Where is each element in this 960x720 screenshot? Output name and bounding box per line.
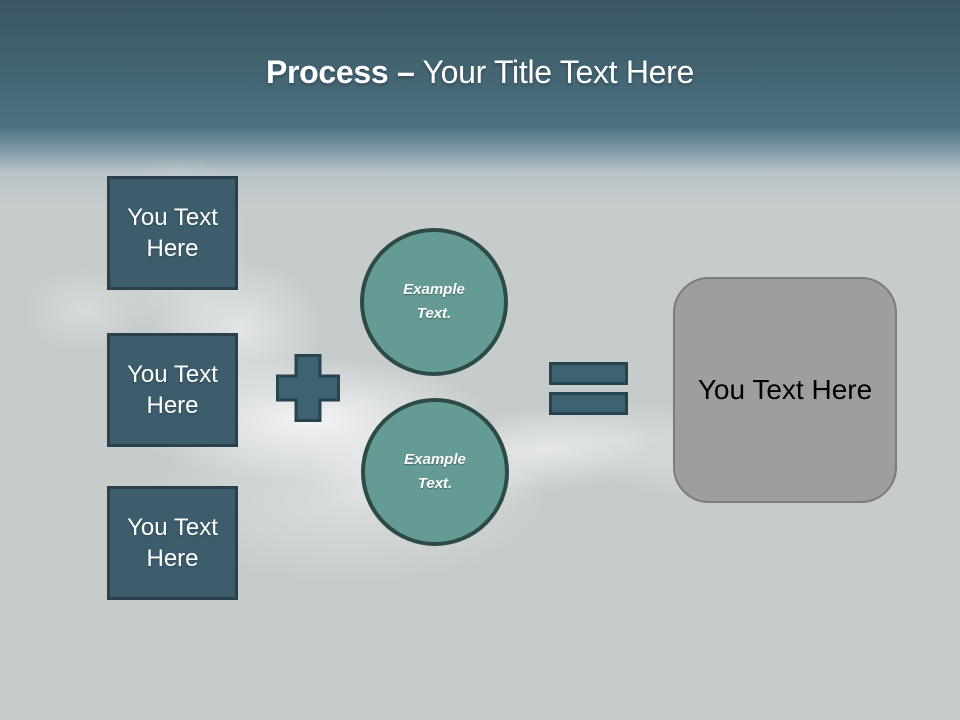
input-box-2: You Text Here [107, 333, 238, 447]
example-circle-1: Example Text. [360, 228, 508, 376]
equals-bar-top [549, 362, 628, 385]
equals-bar-bottom [549, 392, 628, 415]
title-keyword: Process – [265, 54, 415, 90]
equals-icon [549, 362, 628, 415]
plus-icon [276, 354, 340, 422]
slide-title: Process – Your Title Text Here [0, 54, 960, 91]
input-box-1-label: You Text Here [127, 204, 218, 262]
example-circle-2: Example Text. [361, 398, 509, 546]
input-box-2-label: You Text Here [127, 361, 218, 419]
result-box: You Text Here [673, 277, 897, 503]
result-box-label: You Text Here [697, 374, 873, 405]
example-circle-2-label: Example Text. [404, 451, 466, 492]
input-box-3-label: You Text Here [127, 514, 218, 572]
example-circle-1-label: Example Text. [403, 281, 465, 322]
input-box-1: You Text Here [107, 176, 238, 290]
input-box-3: You Text Here [107, 486, 238, 600]
title-subtitle: Your Title Text Here [414, 54, 695, 90]
